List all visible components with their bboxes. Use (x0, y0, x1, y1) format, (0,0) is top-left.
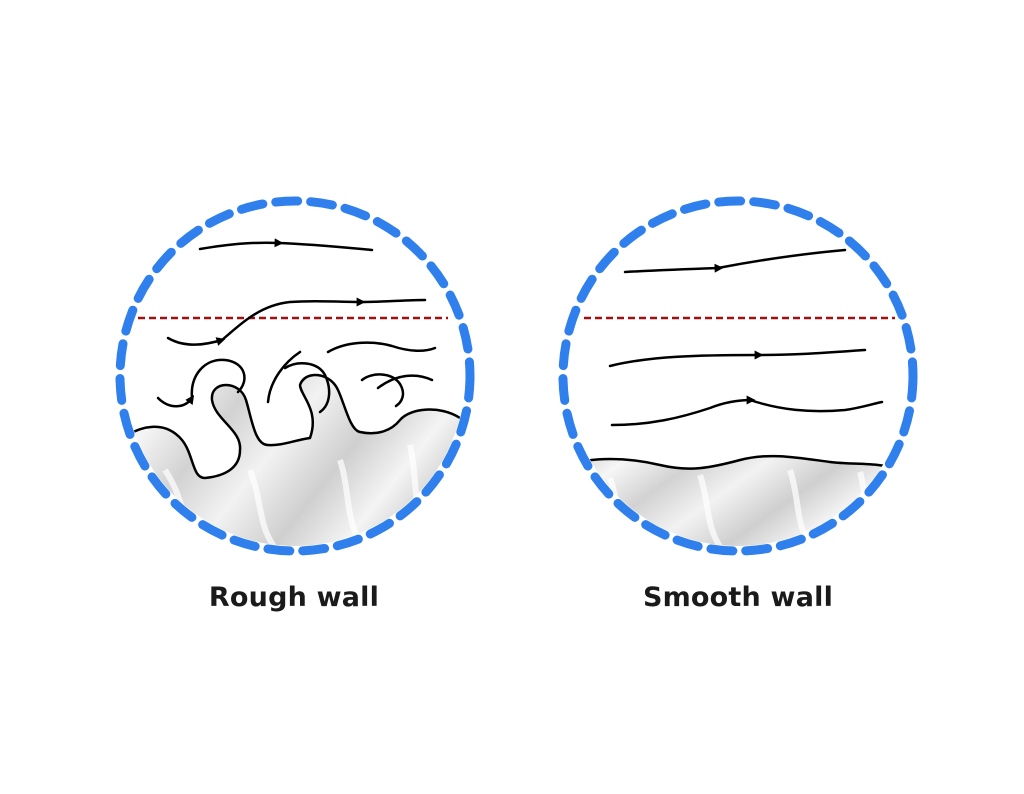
smooth-wall-surface (568, 454, 908, 546)
rough-streamline-top (198, 238, 284, 251)
rough-wall-circle (115, 196, 475, 556)
rough-eddy-3 (266, 350, 302, 404)
rough-streamline-mid (166, 336, 226, 346)
rough-eddy-1 (156, 395, 195, 408)
rough-eddy-6 (360, 373, 405, 408)
rough-streamline-upper (220, 297, 366, 342)
smooth-wall-circle (558, 196, 918, 556)
smooth-streamline-mid (608, 350, 764, 368)
rough-eddy-7 (376, 374, 434, 390)
rough-eddy-5 (326, 341, 437, 354)
smooth-streamline-top (623, 263, 724, 274)
smooth-wall-panel (558, 196, 918, 556)
rough-wall-panel (115, 196, 475, 556)
smooth-streamline-low (610, 395, 756, 427)
rough-wall-label: Rough wall (208, 582, 380, 613)
rough-eddy-4 (283, 362, 331, 414)
rough-eddy-2 (190, 358, 246, 400)
rough-wall-surface (125, 373, 465, 546)
smooth-wall-label: Smooth wall (642, 582, 834, 613)
